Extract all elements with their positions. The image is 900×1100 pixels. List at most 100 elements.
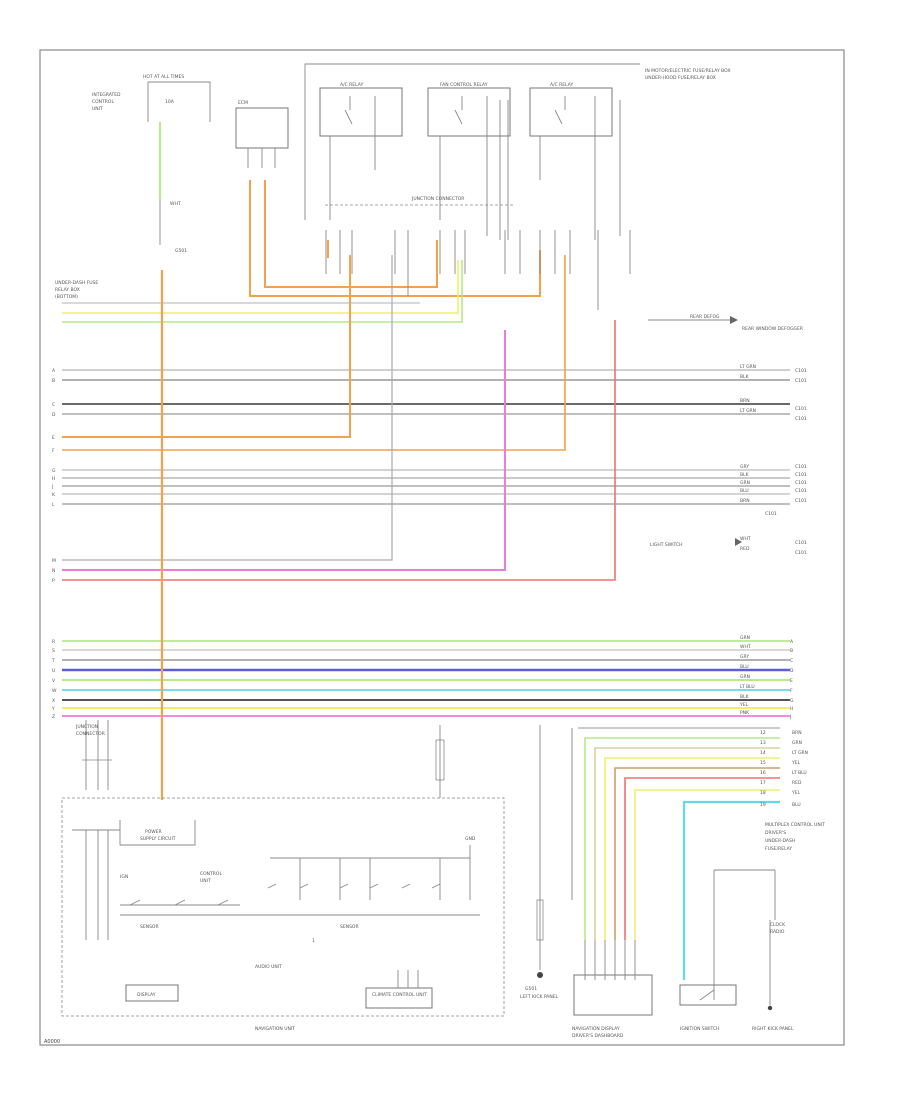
svg-text:BRN: BRN <box>740 398 750 404</box>
svg-text:GRY: GRY <box>740 654 749 660</box>
relay-1 <box>319 87 403 137</box>
svg-text:SENSOR: SENSOR <box>340 924 359 930</box>
svg-text:C101: C101 <box>795 540 807 546</box>
left-pin-labels: AB CD EF GH JK L MNP RST UVW XYZ <box>51 368 57 720</box>
relay-2-label: FAN CONTROL RELAY <box>440 82 488 88</box>
relay-3 <box>529 87 613 137</box>
svg-text:G: G <box>52 468 56 474</box>
svg-text:LT BLU: LT BLU <box>740 684 755 690</box>
connector-label-left: JUNCTION <box>75 724 98 730</box>
svg-text:B: B <box>52 378 55 384</box>
svg-text:CONNECTOR: CONNECTOR <box>76 731 105 737</box>
main-bus <box>62 255 790 717</box>
svg-text:J: J <box>51 484 53 490</box>
svg-text:LT GRN: LT GRN <box>740 408 756 414</box>
svg-text:C101: C101 <box>795 480 807 486</box>
navigation-unit-box <box>61 797 505 1017</box>
svg-text:GND: GND <box>465 836 476 842</box>
svg-text:C101: C101 <box>795 368 807 374</box>
svg-text:INTEGRATED: INTEGRATED <box>92 92 121 98</box>
svg-text:BRN: BRN <box>792 730 802 736</box>
defogger-label: REAR WINDOW DEFOGGER <box>742 326 803 332</box>
svg-text:M: M <box>52 558 56 564</box>
svg-text:GRN: GRN <box>740 480 750 486</box>
multiplex-wires <box>571 727 780 980</box>
fuse-label-hot: HOT AT ALL TIMES <box>143 74 184 80</box>
wire-grn-1 <box>62 260 463 323</box>
svg-text:18: 18 <box>760 790 766 796</box>
svg-text:GRN: GRN <box>740 674 750 680</box>
climate-control-label: CLIMATE CONTROL UNIT <box>372 992 427 998</box>
svg-text:J: J <box>789 714 791 720</box>
ecm-box <box>235 107 289 149</box>
svg-text:GRY: GRY <box>740 464 749 470</box>
navigation-display-box <box>573 974 653 1016</box>
svg-text:REAR DEFOG: REAR DEFOG <box>690 314 720 320</box>
svg-text:DRIVER'S: DRIVER'S <box>765 830 786 836</box>
svg-text:E: E <box>790 678 793 684</box>
g501-label: G501 <box>175 248 187 254</box>
svg-text:WHT: WHT <box>170 201 181 207</box>
svg-text:BLK: BLK <box>740 374 750 380</box>
fusebox-label: UNDER-HOOD FUSE/RELAY BOX <box>645 75 716 81</box>
audio-unit-label: AUDIO UNIT <box>255 964 282 970</box>
diagram-frame <box>39 49 845 1046</box>
svg-text:17: 17 <box>760 780 766 786</box>
svg-text:LT GRN: LT GRN <box>740 364 756 370</box>
svg-text:15: 15 <box>760 760 766 766</box>
svg-text:A: A <box>52 368 56 374</box>
multiplex-label: MULTIPLEX CONTROL UNIT <box>765 822 825 828</box>
svg-text:Y: Y <box>51 706 55 712</box>
right-pin-labels: LT GRN C101 BLK C101 BRN C101 LT GRN C101 GR… <box>650 364 807 556</box>
svg-text:YEL: YEL <box>791 790 801 796</box>
svg-text:C101: C101 <box>795 406 807 412</box>
svg-text:H: H <box>790 706 793 712</box>
svg-text:F: F <box>790 688 793 694</box>
svg-text:10A: 10A <box>165 99 175 105</box>
svg-text:13: 13 <box>760 740 766 746</box>
relay-note: IN MOTOR/ELECTRIC FUSE/RELAY BOX <box>645 68 731 74</box>
svg-text:R: R <box>52 639 55 645</box>
svg-text:YEL: YEL <box>739 702 749 708</box>
svg-text:14: 14 <box>760 750 766 756</box>
ecm-label: ECM <box>238 100 248 106</box>
svg-text:V: V <box>52 678 56 684</box>
svg-text:BLU: BLU <box>740 488 749 494</box>
svg-text:E: E <box>52 435 55 441</box>
right-kick-label: RIGHT KICK PANEL <box>752 1026 794 1032</box>
svg-text:UNDER-DASH FUSE: UNDER-DASH FUSE <box>55 280 98 286</box>
light-switch-label: LIGHT SWITCH <box>650 542 683 548</box>
svg-text:H: H <box>52 476 55 482</box>
svg-text:WHT: WHT <box>740 644 751 650</box>
svg-text:CLOCK: CLOCK <box>770 922 786 928</box>
svg-text:CONTROL: CONTROL <box>92 99 114 105</box>
svg-text:19: 19 <box>760 802 766 808</box>
navigation-display-label: NAVIGATION DISPLAY <box>572 1026 620 1032</box>
svg-text:FUSE/RELAY: FUSE/RELAY <box>765 846 792 852</box>
svg-text:N: N <box>52 568 55 574</box>
svg-text:C101: C101 <box>795 472 807 478</box>
svg-text:LT BLU: LT BLU <box>792 770 807 776</box>
svg-text:16: 16 <box>760 770 766 776</box>
svg-text:Z: Z <box>52 714 55 720</box>
svg-text:RED: RED <box>792 780 802 786</box>
svg-text:C101: C101 <box>795 550 807 556</box>
svg-text:F: F <box>52 448 55 454</box>
svg-text:D: D <box>52 412 56 418</box>
svg-text:C101: C101 <box>765 511 777 517</box>
sheet-marker: 1 <box>312 938 315 944</box>
svg-text:S: S <box>52 648 55 654</box>
fuse-box-left: HOT AT ALL TIMES INTEGRATED CONTROL UNIT… <box>92 74 211 122</box>
svg-text:RELAY BOX: RELAY BOX <box>55 287 80 293</box>
svg-text:UNIT: UNIT <box>200 878 211 884</box>
svg-text:C101: C101 <box>795 488 807 494</box>
switch-row <box>129 883 441 906</box>
svg-text:T: T <box>51 658 55 664</box>
svg-text:SENSOR: SENSOR <box>140 924 159 930</box>
junction-label: JUNCTION CONNECTOR <box>411 196 464 202</box>
svg-text:RADIO: RADIO <box>770 929 785 935</box>
svg-text:GRN: GRN <box>740 635 750 641</box>
svg-text:X: X <box>52 698 55 704</box>
